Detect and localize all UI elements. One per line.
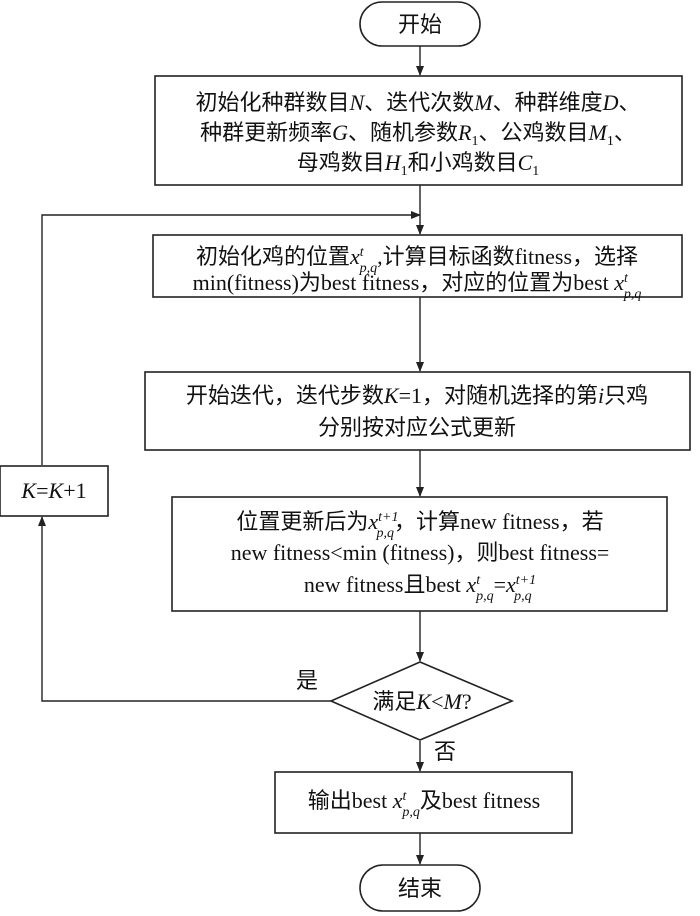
init-params-line1: 初始化种群数目N、迭代次数M、种群维度D、 [196,90,641,115]
init-params-line2: 种群更新频率G、随机参数R1、公鸡数目M1、 [200,120,636,149]
iterate-line1: 开始迭代，迭代步数K=1，对随机选择的第i只鸡 [186,383,648,408]
start-label: 开始 [398,12,442,37]
edges [38,46,424,865]
update-line2: new fitness<min (fitness)，则best fitness= [231,540,610,565]
decision-node: 满足K<M? [329,661,515,741]
end-label: 结束 [398,876,442,901]
decision-label: 满足K<M? [372,689,471,714]
increment-label: K=K+1 [20,478,86,503]
edge-decision-yes-to-increment [38,516,331,702]
edge-label-yes: 是 [296,668,318,693]
end-node: 结束 [359,864,481,912]
edge-label-no: 否 [434,739,456,764]
init-params-line3: 母鸡数目H1和小鸡数目C1 [297,150,540,179]
iterate-node: 开始迭代，迭代步数K=1，对随机选择的第i只鸡 分别按对应公式更新 [144,371,691,451]
start-node: 开始 [359,1,481,47]
init-params-node: 初始化种群数目N、迭代次数M、种群维度D、 种群更新频率G、随机参数R1、公鸡数… [154,75,683,186]
edge-increment-to-loop [41,211,421,465]
iterate-line2: 分别按对应公式更新 [318,415,516,440]
increment-node: K=K+1 [0,465,109,517]
